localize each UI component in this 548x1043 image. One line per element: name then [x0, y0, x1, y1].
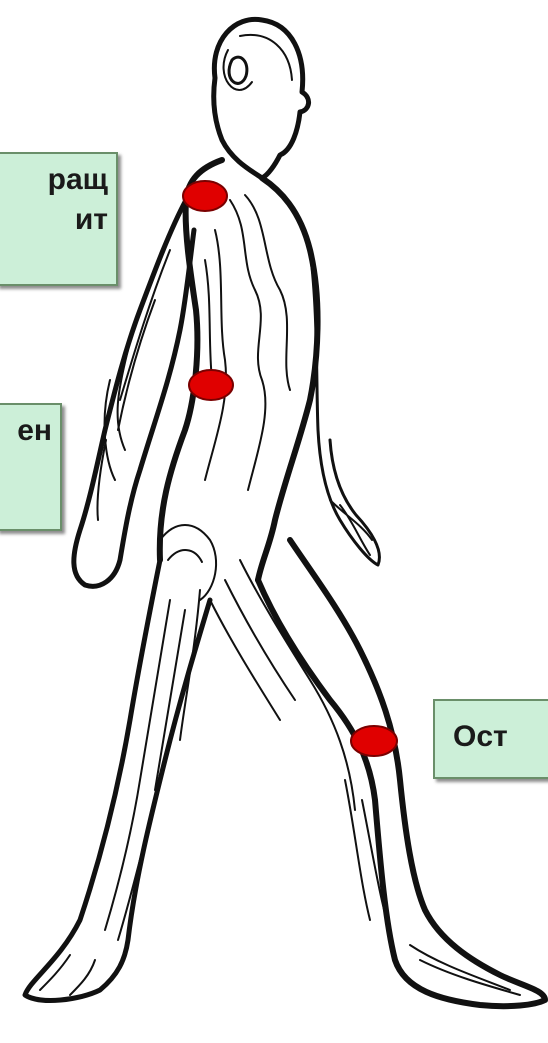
shoulder-joint-marker[interactable]: [183, 181, 227, 211]
waist-joint-marker[interactable]: [189, 370, 233, 400]
knee-joint-marker[interactable]: [351, 726, 397, 756]
shoulder-label: ращ ит: [0, 152, 118, 286]
head-outline: [214, 19, 309, 178]
waist-label: ен: [0, 403, 62, 531]
knee-label: Ост: [433, 699, 548, 779]
